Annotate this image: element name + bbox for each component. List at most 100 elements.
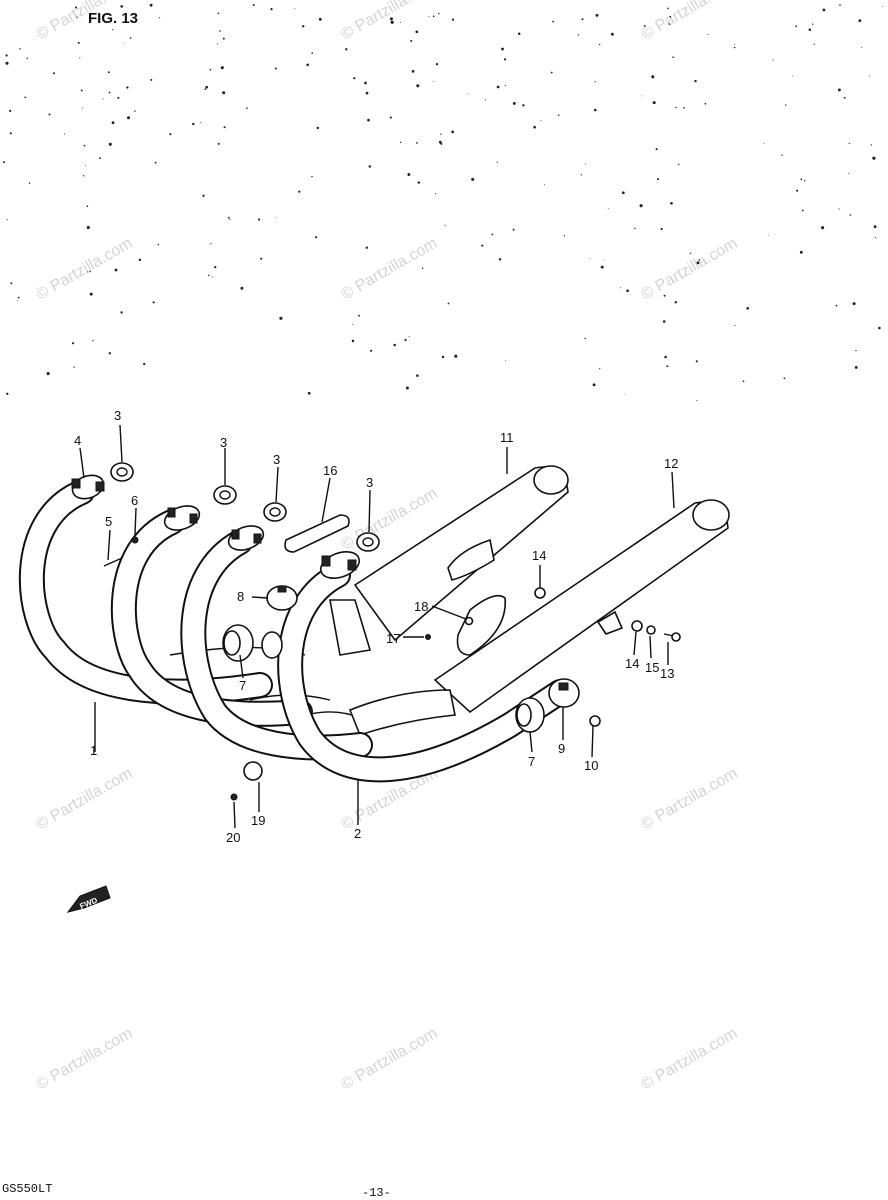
speckle — [404, 338, 407, 341]
speckle — [484, 99, 486, 101]
speckle — [763, 142, 765, 144]
callout-13: 13 — [660, 666, 674, 681]
callout-3: 3 — [273, 452, 280, 467]
figure-title: FIG. 13 — [88, 10, 138, 27]
speckle — [257, 218, 261, 221]
speckle — [222, 91, 226, 95]
speckle — [772, 59, 774, 61]
speckle — [73, 366, 75, 368]
callout-11: 11 — [500, 430, 514, 445]
speckle — [847, 173, 849, 175]
speckle — [491, 233, 494, 236]
speckle — [838, 208, 840, 210]
speckle — [695, 360, 698, 363]
speckle — [407, 173, 411, 176]
speckle — [550, 71, 553, 74]
speckle — [428, 16, 430, 18]
model-code: GS550LT — [2, 1182, 52, 1196]
speckle — [80, 89, 83, 92]
screw-icon — [425, 634, 431, 640]
speckle — [307, 391, 311, 395]
heat-shield — [284, 514, 350, 553]
speckle — [441, 355, 445, 359]
speckle — [435, 193, 437, 195]
callout-4: 4 — [74, 433, 81, 448]
speckle — [169, 133, 172, 136]
speckle — [48, 113, 51, 116]
speckle — [432, 80, 434, 82]
speckle — [46, 372, 50, 376]
pipe-flange-1 — [71, 474, 105, 500]
gasket-icon — [110, 462, 134, 482]
speckle — [496, 161, 498, 163]
speckle — [768, 235, 769, 236]
scan-speckles — [3, 3, 884, 402]
callout-9: 9 — [558, 741, 565, 756]
speckle — [389, 116, 392, 119]
speckle — [878, 326, 881, 330]
gasket-icon — [213, 485, 237, 505]
speckle — [246, 107, 248, 109]
speckle — [89, 270, 91, 273]
speckle — [83, 144, 86, 147]
speckle — [211, 276, 213, 278]
speckle — [408, 336, 410, 338]
speckle — [219, 30, 221, 32]
speckle — [209, 68, 212, 71]
speckle — [102, 98, 104, 100]
speckle — [626, 289, 629, 292]
bolt-icon — [589, 715, 601, 727]
speckle — [577, 34, 580, 36]
speckle — [783, 377, 786, 380]
exhaust-pipe-a — [110, 509, 313, 727]
stud-bolt-icon — [103, 557, 123, 567]
speckle — [367, 118, 370, 122]
callout-1: 1 — [90, 743, 97, 758]
speckle — [667, 7, 669, 10]
speckle — [584, 337, 586, 340]
speckle — [229, 219, 231, 221]
speckle — [26, 57, 29, 60]
bolt-icon — [663, 632, 681, 642]
speckle — [585, 163, 587, 165]
speckle — [540, 119, 542, 121]
speckle — [498, 258, 502, 261]
callout-12: 12 — [664, 456, 678, 471]
speckle — [839, 4, 841, 6]
speckle — [505, 360, 507, 362]
speckle — [129, 37, 132, 39]
page-number: -13- — [362, 1186, 391, 1200]
speckle — [86, 225, 90, 230]
speckle — [882, 6, 884, 8]
callout-20: 20 — [226, 830, 240, 845]
speckle — [222, 37, 225, 40]
speckle — [306, 63, 309, 67]
speckle — [589, 258, 591, 260]
speckle — [675, 106, 677, 109]
speckle — [108, 352, 111, 355]
watermark: © Partzilla.com — [639, 765, 741, 834]
speckle — [869, 75, 871, 77]
washer-icon — [631, 620, 643, 632]
speckle — [437, 12, 440, 15]
speckle — [666, 365, 669, 368]
speckle — [872, 156, 876, 160]
speckle — [120, 311, 123, 314]
speckle — [558, 114, 560, 116]
speckle — [792, 75, 794, 77]
speckle — [512, 101, 516, 105]
speckle — [19, 48, 21, 50]
speckle — [220, 66, 224, 70]
forward-direction-arrow: FWD — [66, 885, 111, 913]
speckle — [252, 4, 255, 6]
callout-15: 15 — [645, 660, 659, 675]
speckle — [504, 85, 506, 87]
speckle — [813, 43, 815, 45]
connector-pipe-right — [515, 697, 545, 733]
speckle — [694, 79, 697, 83]
speckle — [643, 24, 646, 27]
speckle — [79, 57, 81, 59]
speckle — [656, 178, 660, 181]
speckle — [873, 225, 877, 229]
speckle — [621, 191, 625, 195]
